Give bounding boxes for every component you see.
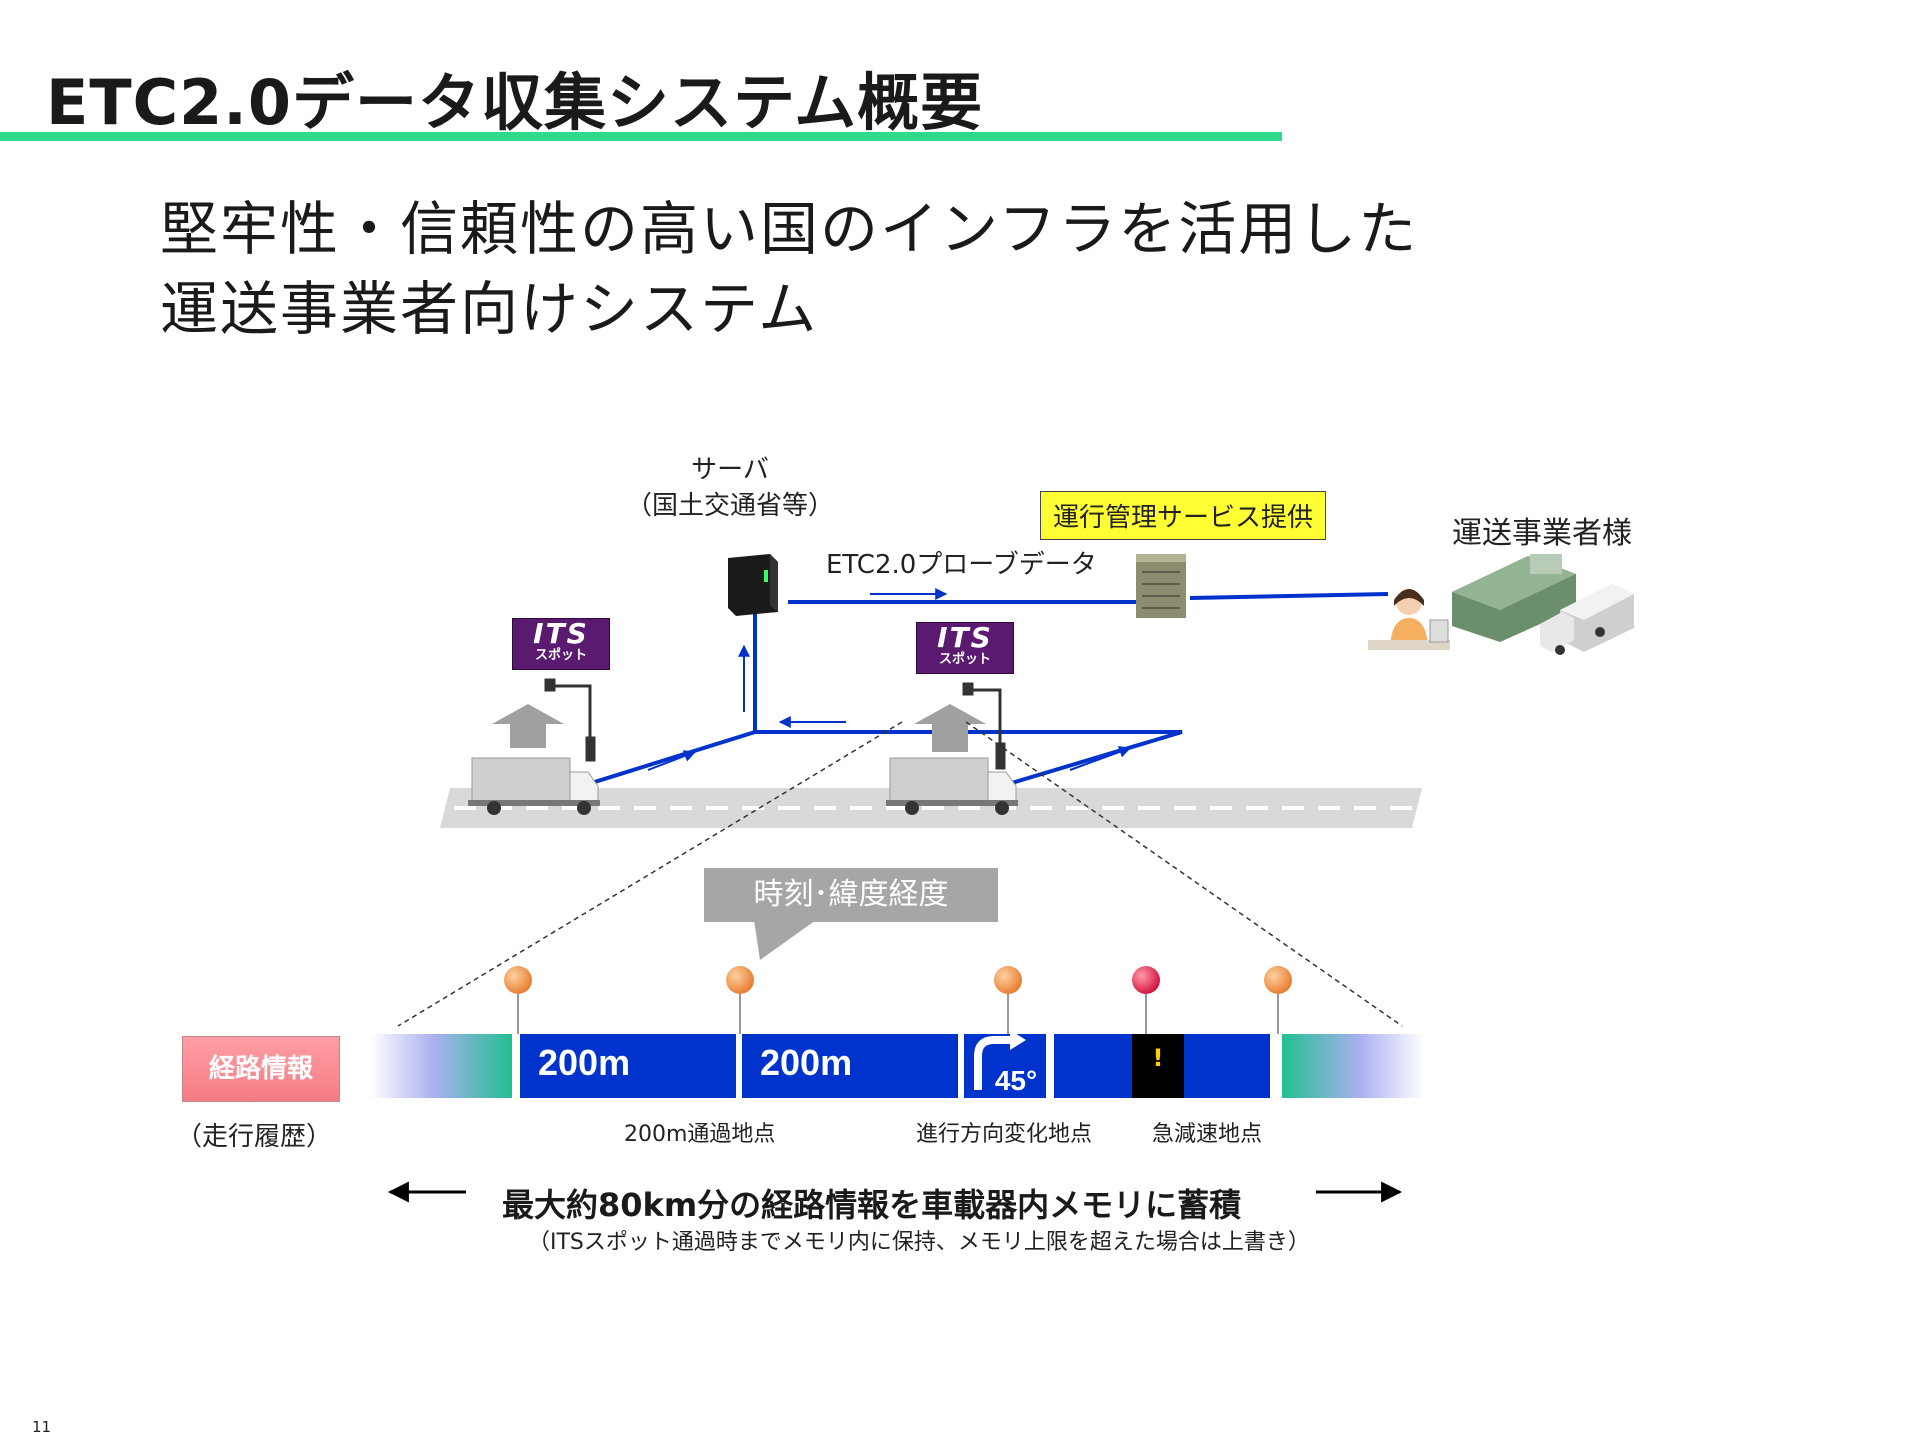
pin-1 [504,966,532,1034]
subtitle-line-1: 堅牢性・信頼性の高い国のインフラを活用した [160,195,1419,263]
page-number: 11 [32,1418,52,1436]
flow-arrows [647,588,1132,771]
warning-symbol: ! [1153,1044,1164,1072]
callout-tail [754,920,816,960]
probe-data-network [584,592,1389,787]
its-pole-2 [962,682,1006,770]
server-label-line-2: （国土交通省等） [625,491,834,521]
truck-icon-2 [886,757,1018,815]
route-info-sublabel: （走行履歴） [176,1122,333,1152]
upload-arrow-2 [914,704,986,752]
route-info-badge: 経路情報 [182,1036,340,1102]
service-server-icon [1136,554,1186,618]
title-underline [0,132,1282,141]
pin-3 [994,966,1022,1034]
memory-note: （ITSスポット通過時までメモリ内に保持、メモリ上限を超えた場合は上書き） [528,1230,1310,1255]
truck-icon-1 [468,757,600,815]
turn-angle-label: 45° [995,1065,1037,1096]
pin-5 [1264,966,1292,1034]
its-spot-sign-1: ITS スポット [512,618,610,670]
segment-2-label: 200m [760,1042,853,1083]
probe-data-label: ETC2.0プローブデータ [826,550,1097,580]
point-label-direction-change: 進行方向変化地点 [916,1122,1093,1147]
road [440,788,1422,828]
sudden-brake-marker [1132,1034,1184,1098]
time-latlon-callout: 時刻･緯度経度 [704,868,998,922]
its-spot-title: ITS [937,621,993,654]
warehouse-truck-icon [1452,554,1634,655]
operator-icon [1368,589,1450,650]
subtitle-line-2: 運送事業者向けシステム [160,275,819,343]
service-label: 運行管理サービス提供 [1040,491,1327,540]
zoom-guide-lines [397,721,1403,1027]
server-icon [728,554,778,616]
page-title: ETC2.0データ収集システム概要 [46,66,984,139]
its-spot-subtitle: スポット [938,652,991,667]
its-pole-1 [544,678,596,762]
memory-title: 最大約80km分の経路情報を車載器内メモリに蓄積 [502,1186,1242,1224]
turn-arrow-icon: 45° [974,1030,1037,1096]
route-bar: ! [370,1034,1424,1098]
its-spot-subtitle: スポット [534,648,587,663]
segment-1-label: 200m [538,1042,631,1083]
server-label-line-1: サーバ [691,455,769,485]
its-spot-title: ITS [533,617,589,650]
upload-arrow-1 [492,704,564,748]
point-label-200m: 200m通過地点 [624,1122,776,1147]
point-label-sudden-brake: 急減速地点 [1152,1122,1263,1147]
its-spot-sign-2: ITS スポット [916,622,1014,674]
pin-2 [726,966,754,1034]
pin-4 [1132,966,1160,1034]
server-label: サーバ （国土交通省等） [600,452,860,524]
carrier-label: 運送事業者様 [1452,516,1632,551]
